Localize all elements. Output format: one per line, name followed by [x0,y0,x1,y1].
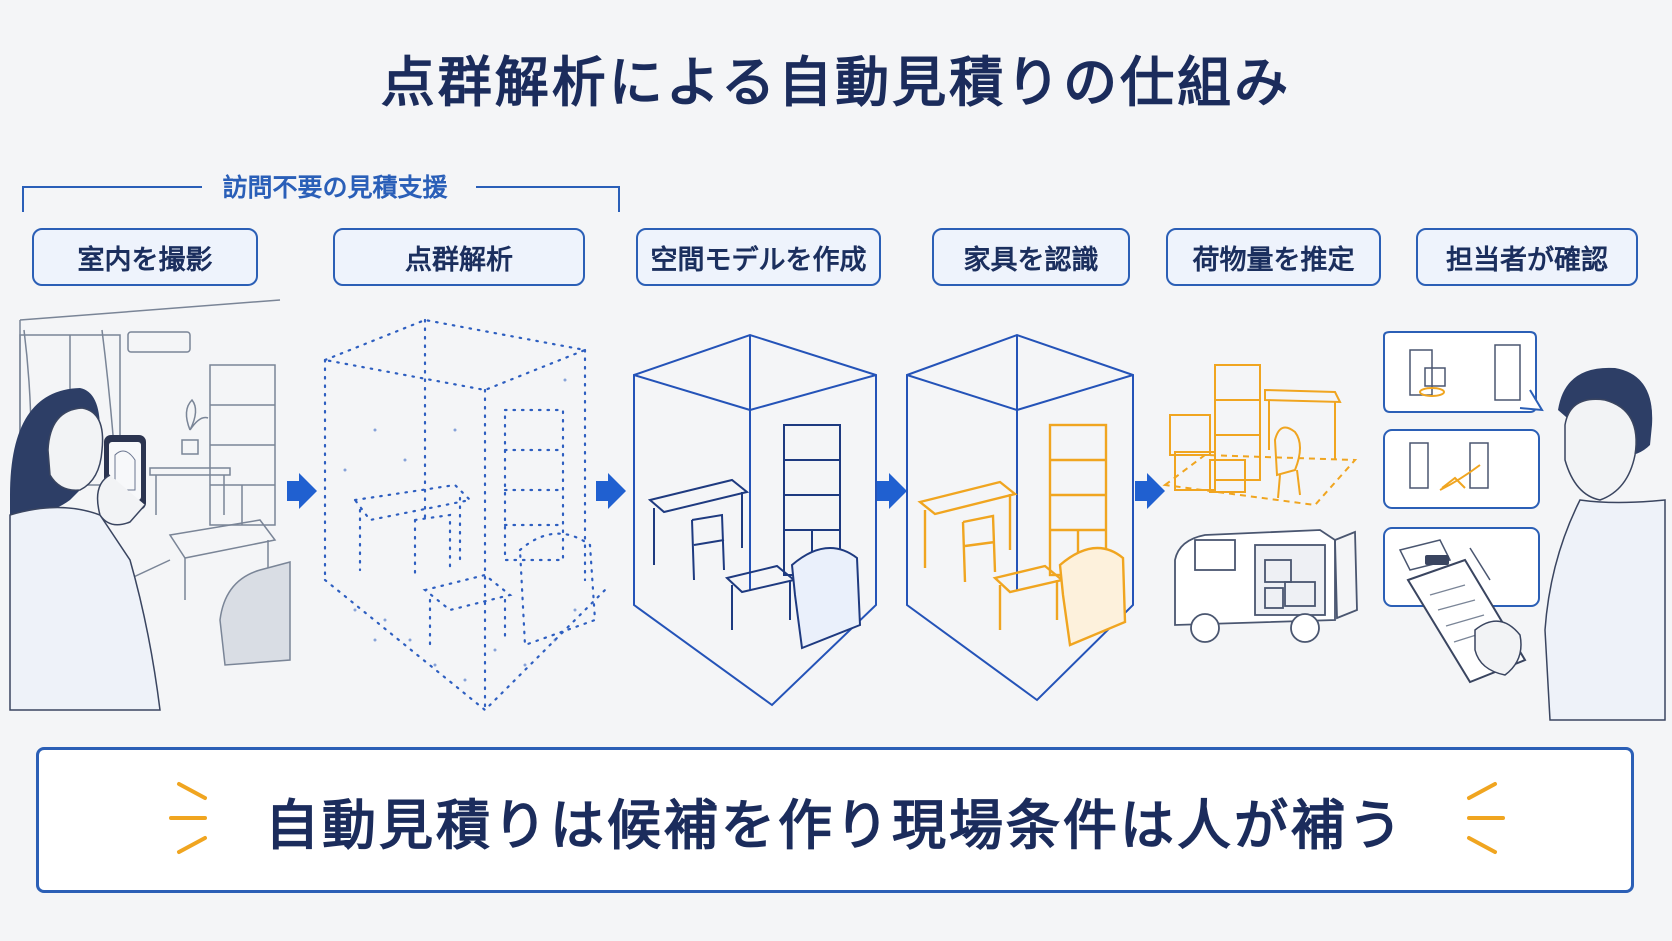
flow-arrow-1 [287,473,317,509]
furniture-recognition-icon [906,333,1134,702]
spark-left-icon [169,782,207,854]
room-wireframe-icon [633,333,877,707]
flow-arrow-2 [596,473,626,509]
summary-box: 自動見積りは候補を作り現場条件は人が補う [36,747,1634,893]
step-label-furniture: 家具を認識 [932,228,1130,286]
step-label-cargo: 荷物量を推定 [1166,228,1381,286]
point-cloud-icon [321,318,607,712]
flow-arrow-3 [877,473,907,509]
bracket-left-tick [22,186,24,212]
summary-text: 自動見積りは候補を作り現場条件は人が補う [265,793,1405,857]
step-label-confirm: 担当者が確認 [1416,228,1638,286]
bracket-label: 訪問不要の見積支援 [222,173,448,202]
clipboard-checklist-icon [1383,331,1666,721]
spark-right-icon [1467,782,1505,854]
cargo-van-icon [1162,364,1358,643]
smartphone-photo-icon [9,299,291,711]
bracket-right-line [476,186,620,188]
flow-arrow-4 [1135,473,1165,509]
bracket-left-line [22,186,202,188]
step-label-space-model: 空間モデルを作成 [636,228,881,286]
bracket-right-tick [618,186,620,212]
step-label-capture: 室内を撮影 [32,228,258,286]
step-label-point-cloud: 点群解析 [333,228,585,286]
page-title: 点群解析による自動見積りの仕組み [380,51,1292,114]
